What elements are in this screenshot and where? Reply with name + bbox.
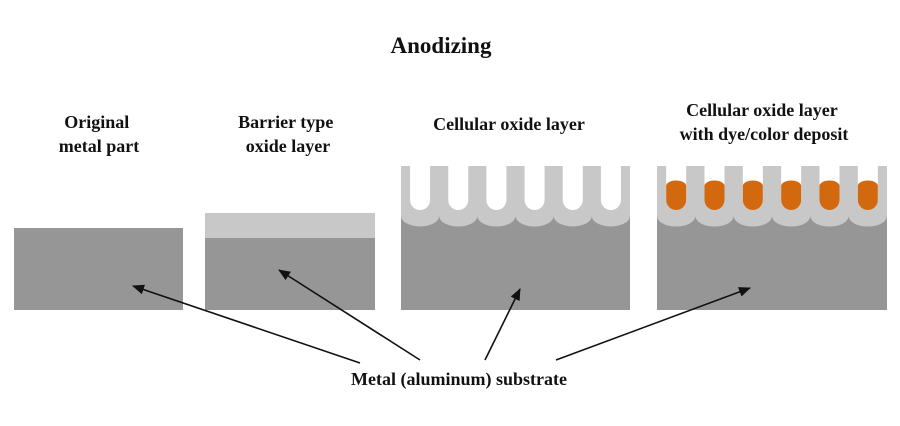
arrow-to-dyed [555, 287, 751, 361]
metal-block-barrier [205, 238, 375, 310]
dyed-dye-deposit [819, 180, 840, 210]
original-metal-part [14, 228, 183, 310]
label-original-line-2: metal part [59, 136, 139, 156]
cellular-oxide-part [401, 166, 630, 310]
label-dyed: Cellular oxide layer with dye/color depo… [680, 100, 849, 144]
arrow-to-barrier [278, 269, 421, 361]
dyed-dye-deposit [857, 180, 878, 210]
label-dyed-line-2: with dye/color deposit [680, 124, 849, 144]
arrow-to-original [132, 284, 361, 364]
dyed-dye-deposit [704, 180, 725, 210]
dyed-cellular-oxide-part [657, 166, 887, 310]
metal-block-original [14, 228, 183, 310]
cellular-pore [410, 166, 431, 210]
label-original: Original metal part [59, 112, 139, 156]
barrier-oxide-layer [205, 213, 375, 238]
dyed-dye-deposit [742, 180, 763, 210]
label-original-line-1: Original [64, 112, 129, 132]
barrier-oxide-part [205, 213, 375, 310]
label-dyed-line-1: Cellular oxide layer [686, 100, 838, 120]
label-barrier-line-2: oxide layer [246, 136, 330, 156]
arrow-to-cellular [484, 288, 521, 361]
label-cellular: Cellular oxide layer [433, 114, 585, 134]
cellular-pore [448, 166, 469, 210]
label-barrier-line-1: Barrier type [238, 112, 333, 132]
cellular-pore [524, 166, 545, 210]
dyed-dye-deposit [666, 180, 687, 210]
substrate-arrows [132, 269, 751, 364]
cellular-pore [562, 166, 583, 210]
label-cellular-line-1: Cellular oxide layer [433, 114, 585, 134]
diagram-title: Anodizing [391, 33, 492, 58]
label-barrier: Barrier type oxide layer [238, 112, 338, 156]
cellular-pore [486, 166, 507, 210]
substrate-label: Metal (aluminum) substrate [351, 369, 567, 390]
dyed-dye-deposit [781, 180, 802, 210]
cellular-pore [600, 166, 621, 210]
